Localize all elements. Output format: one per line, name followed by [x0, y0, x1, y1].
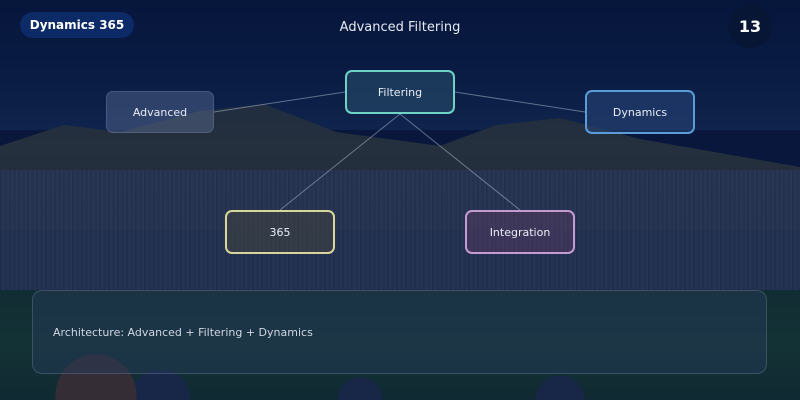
slide-title: Advanced Filtering [339, 20, 461, 35]
node-365[interactable]: 365 [225, 210, 335, 254]
connector-filtering-integration [399, 113, 521, 211]
caption-panel: Architecture: Advanced + Filtering + Dyn… [32, 290, 767, 374]
connector-filtering-advanced [213, 91, 346, 113]
node-advanced[interactable]: Advanced [106, 91, 214, 133]
connector-filtering-dynamics [454, 91, 586, 113]
page-number-badge: 13 [728, 4, 772, 48]
node-dynamics[interactable]: Dynamics [585, 90, 695, 134]
caption-text: Architecture: Advanced + Filtering + Dyn… [53, 325, 313, 339]
node-filtering[interactable]: Filtering [345, 70, 455, 114]
connector-filtering-365 [279, 113, 401, 211]
brand-badge: Dynamics 365 [20, 12, 134, 38]
node-integration[interactable]: Integration [465, 210, 575, 254]
